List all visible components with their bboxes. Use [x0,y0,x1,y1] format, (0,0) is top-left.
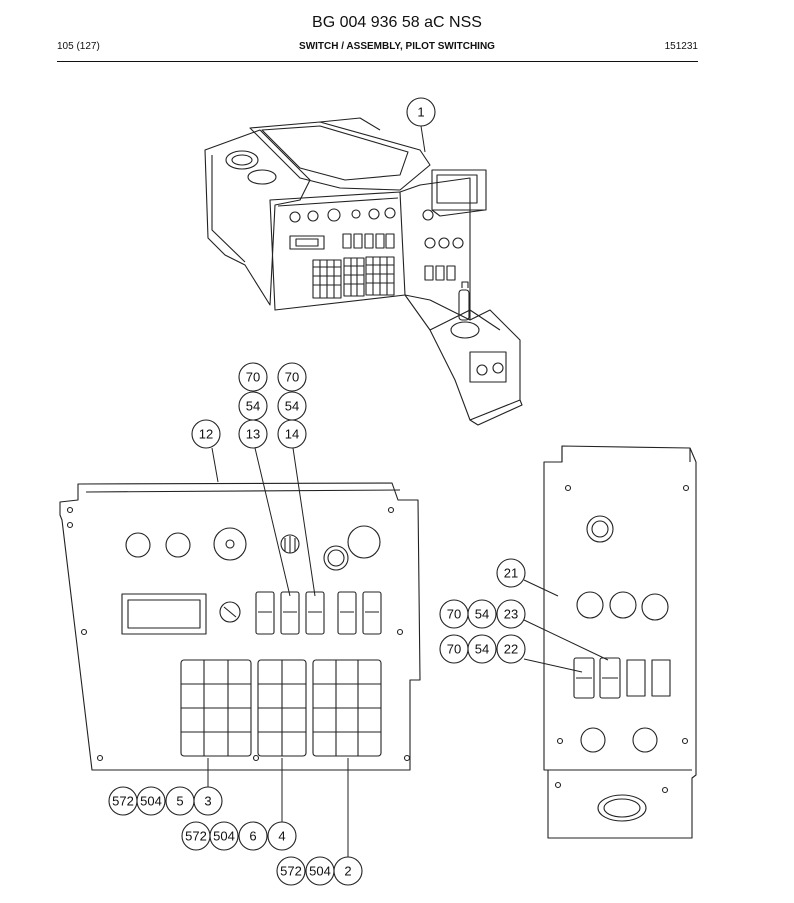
page-number: 105 (127) [57,41,100,52]
document-code: BG 004 936 58 aC NSS [312,14,482,31]
callout-row23-1: 54 [475,607,489,622]
reference-number: 151231 [664,41,698,52]
leader-lines [207,125,609,857]
right-switch-panel [543,445,697,839]
callout-assembly: 1 [417,105,424,120]
callout-row22-1: 54 [475,642,489,657]
callout-row22-0: 70 [447,642,461,657]
callout-row3-1: 504 [140,794,162,809]
callout-right-panel: 21 [504,566,518,581]
left-switch-panel [59,482,421,771]
callout-left-panel: 12 [199,427,213,442]
callout-left-a-bottom: 13 [246,427,260,442]
callout-row4-3: 4 [278,829,285,844]
console-assembly [204,117,523,426]
callout-left-b-top: 70 [285,370,299,385]
callout-row23-2: 23 [504,607,518,622]
callout-left-b-mid: 54 [285,399,299,414]
page-title: SWITCH / ASSEMBLY, PILOT SWITCHING [299,41,495,52]
callout-row4-0: 572 [185,829,207,844]
callout-row3-2: 5 [176,794,183,809]
callout-row3-3: 3 [204,794,211,809]
callout-row4-1: 504 [213,829,235,844]
callout-left-a-top: 70 [246,370,260,385]
callout-row2-0: 572 [280,864,302,879]
callout-left-a-mid: 54 [246,399,260,414]
callout-row3-0: 572 [112,794,134,809]
callout-row2-1: 504 [309,864,331,879]
callout-left-b-bottom: 14 [285,427,299,442]
callout-row4-2: 6 [249,829,256,844]
callout-bubbles [108,97,526,886]
callout-row2-2: 2 [344,864,351,879]
callout-row23-0: 70 [447,607,461,622]
header-rule [57,61,698,62]
callout-row22-2: 22 [504,642,518,657]
